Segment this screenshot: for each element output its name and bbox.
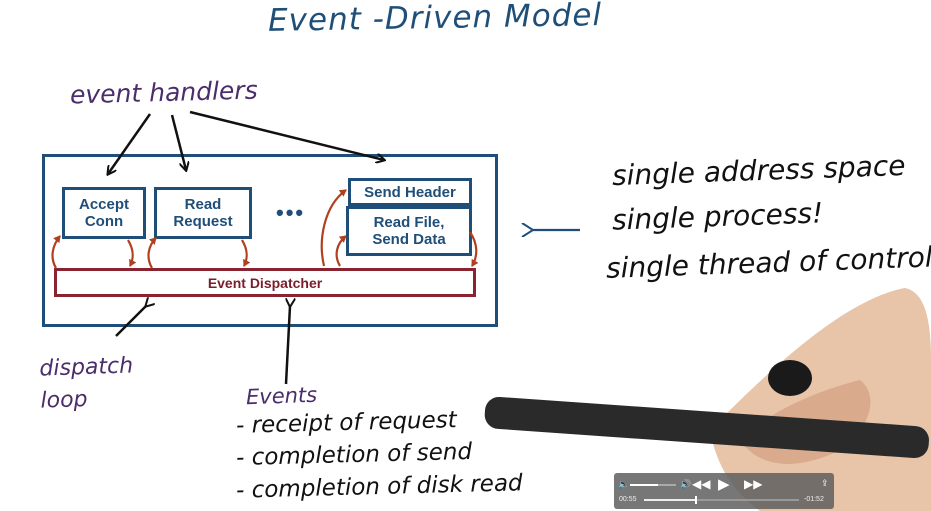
volume-low-icon[interactable]: 🔈: [618, 479, 630, 489]
remaining-time: -01:52: [804, 496, 824, 503]
read-file-box: Read File,Send Data: [346, 206, 472, 256]
elapsed-time: 00:55: [619, 496, 637, 503]
volume-high-icon[interactable]: 🔊: [680, 479, 692, 489]
pen-hand-illustration: [484, 288, 931, 511]
fast-forward-icon[interactable]: ▶▶: [744, 477, 763, 491]
volume-slider[interactable]: [630, 484, 676, 486]
read-file-line2: Send Data: [372, 231, 446, 248]
progress-track[interactable]: [644, 496, 799, 504]
dispatch-line1: dispatch: [39, 353, 134, 382]
read-request-line1: Read: [184, 196, 222, 213]
play-icon[interactable]: ▶: [718, 476, 730, 493]
rewind-icon[interactable]: ◀◀: [692, 477, 711, 491]
dispatch-loop-label: dispatch loop: [39, 350, 135, 417]
volume-level: [630, 484, 658, 486]
accept-line1: Accept: [78, 196, 130, 213]
send-header-box: Send Header: [348, 178, 472, 206]
event-dispatcher-box: Event Dispatcher: [54, 268, 476, 297]
accept-line2: Conn: [84, 213, 124, 230]
read-request-line2: Request: [173, 213, 233, 230]
progress-fill: [644, 499, 696, 501]
ellipsis: •••: [276, 200, 306, 225]
video-player-controls[interactable]: 🔈 🔊 ◀◀ ▶ ▶▶ ⇪ 00:55 -01:52: [614, 473, 834, 509]
handler-arrows: [108, 110, 384, 385]
send-header-label: Send Header: [364, 183, 456, 201]
process-boundary: [42, 154, 498, 327]
share-icon[interactable]: ⇪: [821, 478, 829, 488]
read-file-line1: Read File,: [373, 214, 445, 231]
loop-arrows: [51, 189, 479, 269]
dispatch-line2: loop: [40, 386, 88, 414]
progress-scrubber[interactable]: [695, 496, 698, 504]
events-title: Events: [245, 382, 318, 410]
